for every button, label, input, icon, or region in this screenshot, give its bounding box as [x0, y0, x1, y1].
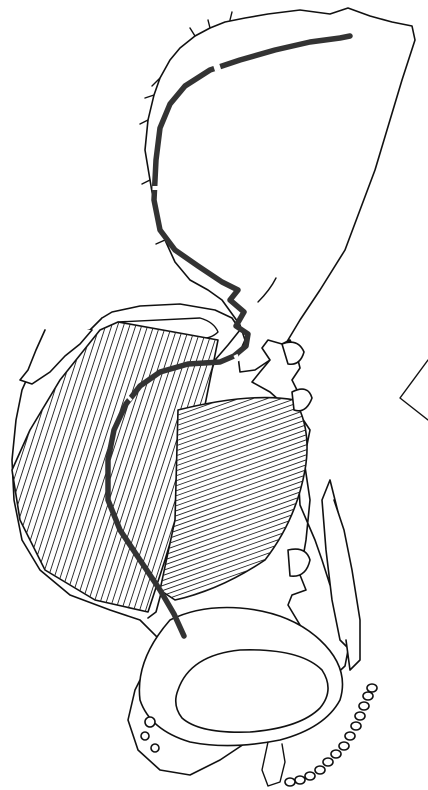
antenna-segment — [351, 722, 361, 730]
arrow-mark — [400, 360, 428, 420]
antenna-segment — [295, 776, 305, 784]
antenna-segment — [305, 772, 315, 780]
antenna-segment — [363, 692, 373, 700]
muscle-fiber-line — [0, 300, 12, 640]
antenna-segment — [331, 750, 341, 758]
antenna-segment — [367, 684, 377, 692]
antenna-segment — [339, 742, 349, 750]
antenna-segment — [323, 758, 333, 766]
muscle-fiber-line — [0, 300, 6, 640]
antenna-segment — [315, 766, 325, 774]
antenna-segment — [285, 778, 295, 786]
antenna-segment — [355, 712, 365, 720]
antenna-segment — [359, 702, 369, 710]
antenna-segment — [345, 732, 355, 740]
